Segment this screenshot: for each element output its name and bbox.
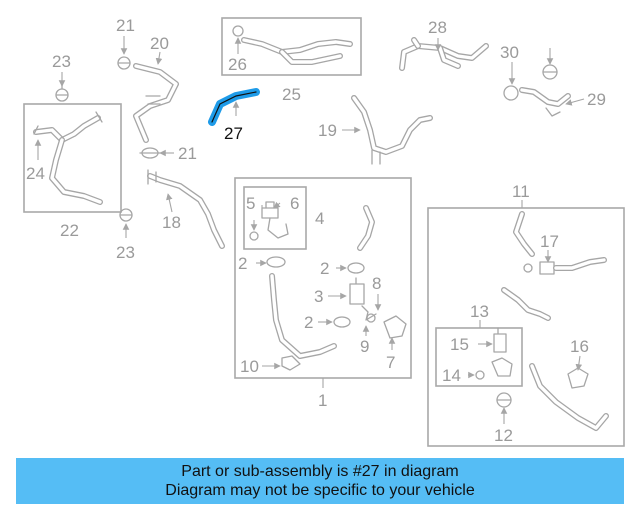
section-box-25: [221, 17, 362, 76]
banner-line-part-number: Part or sub-assembly is #27 in diagram: [181, 463, 459, 480]
section-box-11: [427, 207, 625, 447]
callout-15: 15: [450, 335, 469, 354]
hose-20: [133, 63, 179, 143]
callout-5: 5: [246, 194, 255, 213]
banner-line-disclaimer: Diagram may not be specific to your vehi…: [165, 482, 475, 499]
callout-11: 11: [512, 182, 530, 201]
leader-lines: [34, 36, 585, 424]
callout-23: 23: [52, 52, 71, 71]
hose-28: [399, 37, 489, 71]
callout-20: 20: [150, 34, 169, 53]
callout-16: 16: [570, 337, 589, 356]
hose-assembly-22: [33, 111, 103, 205]
info-banner: Part or sub-assembly is #27 in diagram D…: [16, 458, 624, 504]
clamp-21-lower: [139, 147, 161, 159]
callout-2-c: 2: [304, 313, 313, 332]
callout-17: 17: [540, 232, 559, 251]
callout-7: 7: [386, 353, 395, 372]
callout-24: 24: [26, 164, 45, 183]
hose-29-assembly: [503, 85, 571, 117]
clamp-21-top: [117, 56, 131, 70]
callout-22: 22: [60, 221, 79, 240]
callout-25: 25: [282, 85, 301, 104]
callout-28: 28: [428, 18, 447, 37]
callout-9: 9: [360, 337, 369, 356]
section-box-13: [435, 327, 523, 387]
section-11-parts: [475, 211, 609, 431]
clamp-30: [542, 64, 558, 80]
callout-2-a: 2: [238, 254, 247, 273]
callout-14: 14: [442, 366, 461, 385]
callout-21-lower: 21: [178, 144, 197, 163]
section-box-4: [243, 186, 307, 250]
callout-12: 12: [494, 426, 513, 445]
pipe-18: [147, 169, 225, 249]
callout-10: 10: [240, 357, 259, 376]
hose-19: [351, 95, 433, 165]
callout-4: 4: [315, 209, 324, 228]
callout-2-b: 2: [320, 259, 329, 278]
hose-27-highlighted: [208, 88, 260, 126]
callout-29: 29: [587, 90, 606, 109]
callout-26: 26: [228, 55, 247, 74]
callout-3: 3: [314, 287, 323, 306]
section-4-parts: [249, 201, 289, 241]
callout-23-lower: 23: [116, 243, 135, 262]
callout-13: 13: [470, 302, 489, 321]
callout-19: 19: [318, 121, 337, 140]
callout-21: 21: [116, 16, 135, 35]
callout-27: 27: [224, 124, 243, 143]
clamp-23-lower: [119, 208, 133, 222]
section-1-parts: [266, 205, 407, 371]
hose-25-group: [232, 25, 353, 65]
callout-1: 1: [318, 391, 327, 410]
callout-18: 18: [162, 213, 181, 232]
callout-8: 8: [372, 274, 381, 293]
callout-6: 6: [290, 194, 299, 213]
section-box-22: [23, 103, 122, 213]
callout-30-left: 30: [500, 43, 519, 62]
